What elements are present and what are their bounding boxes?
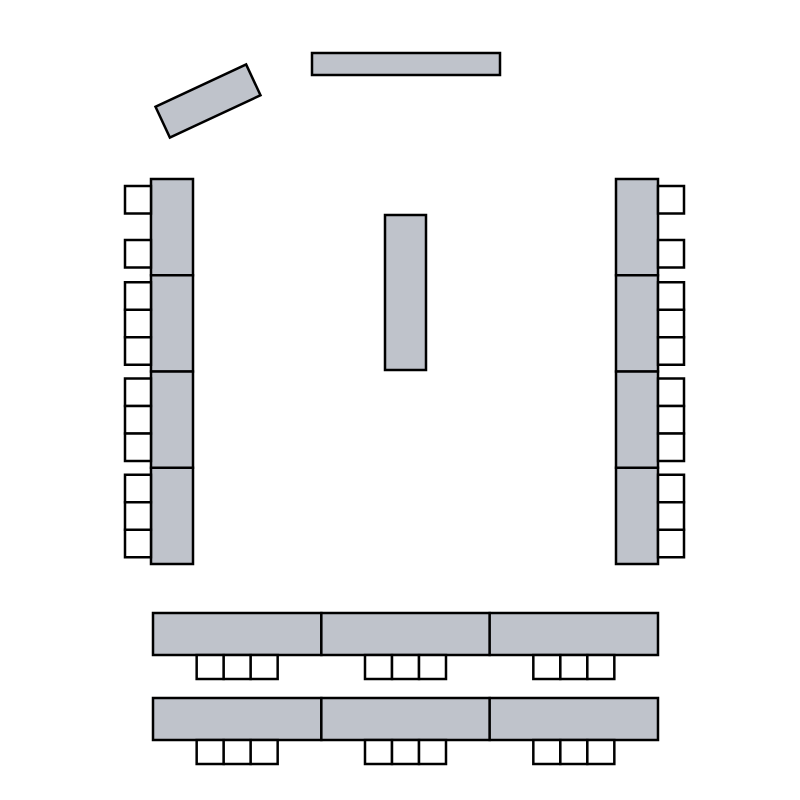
right-chair-3-3 (656, 432, 686, 463)
bottom-row-2-table-3 (488, 696, 660, 742)
bottom-row-1-chair-2-3 (417, 653, 448, 681)
left-chair-3-1 (123, 377, 153, 408)
left-chair-2-2 (123, 308, 153, 339)
bottom-row-2-chair-1-3 (249, 738, 279, 766)
bottom-row-1-table-2 (320, 611, 491, 657)
center-table (383, 213, 428, 372)
right-chair-3-2 (656, 404, 686, 435)
right-chair-4-2 (656, 501, 686, 531)
bottom-row-1-chair-1-1 (195, 653, 225, 681)
left-chair-3-2 (123, 404, 153, 435)
left-chair-4-1 (123, 473, 153, 504)
left-chair-1-2 (123, 238, 153, 269)
bottom-row-2-table-2 (320, 696, 491, 742)
bottom-row-2-chair-3-1 (532, 738, 562, 766)
bottom-row-1-chair-3-3 (586, 653, 616, 681)
right-chair-2-3 (656, 336, 686, 366)
right-chair-3-1 (656, 377, 686, 408)
left-chair-2-3 (123, 336, 153, 366)
right-column-table-2 (614, 274, 660, 373)
left-chair-3-3 (123, 432, 153, 463)
right-column-table-1 (614, 177, 660, 277)
right-chair-1-1 (656, 184, 686, 215)
left-chair-4-3 (123, 528, 153, 559)
left-column-table-4 (149, 466, 195, 566)
left-chair-1-1 (123, 184, 153, 215)
bottom-row-1-chair-3-2 (559, 653, 589, 681)
angled-head-table (153, 62, 263, 140)
right-column-table-3 (614, 370, 660, 469)
bottom-row-2-chair-2-1 (363, 738, 394, 766)
left-column-table-2 (149, 274, 195, 373)
bottom-row-2-chair-2-2 (390, 738, 421, 766)
bottom-row-1-chair-1-3 (249, 653, 279, 681)
right-chair-2-2 (656, 308, 686, 339)
top-head-table (310, 51, 502, 77)
left-chair-2-1 (123, 281, 153, 311)
bottom-row-2-chair-3-2 (559, 738, 589, 766)
right-chair-4-1 (656, 473, 686, 504)
bottom-row-1-table-3 (488, 611, 660, 657)
right-column-table-4 (614, 466, 660, 566)
right-chair-4-3 (656, 528, 686, 559)
left-column-table-3 (149, 370, 195, 469)
bottom-row-1-chair-2-1 (363, 653, 394, 681)
bottom-row-2-chair-1-2 (222, 738, 252, 766)
bottom-row-1-chair-2-2 (390, 653, 421, 681)
bottom-row-1-chair-3-1 (532, 653, 562, 681)
left-chair-4-2 (123, 501, 153, 531)
bottom-row-2-chair-3-3 (586, 738, 616, 766)
bottom-row-2-table-1 (151, 696, 323, 742)
left-column-table-1 (149, 177, 195, 277)
bottom-row-2-chair-1-1 (195, 738, 225, 766)
right-chair-2-1 (656, 281, 686, 311)
bottom-row-1-chair-1-2 (222, 653, 252, 681)
bottom-row-2-chair-2-3 (417, 738, 448, 766)
bottom-row-1-table-1 (151, 611, 323, 657)
right-chair-1-2 (656, 238, 686, 269)
